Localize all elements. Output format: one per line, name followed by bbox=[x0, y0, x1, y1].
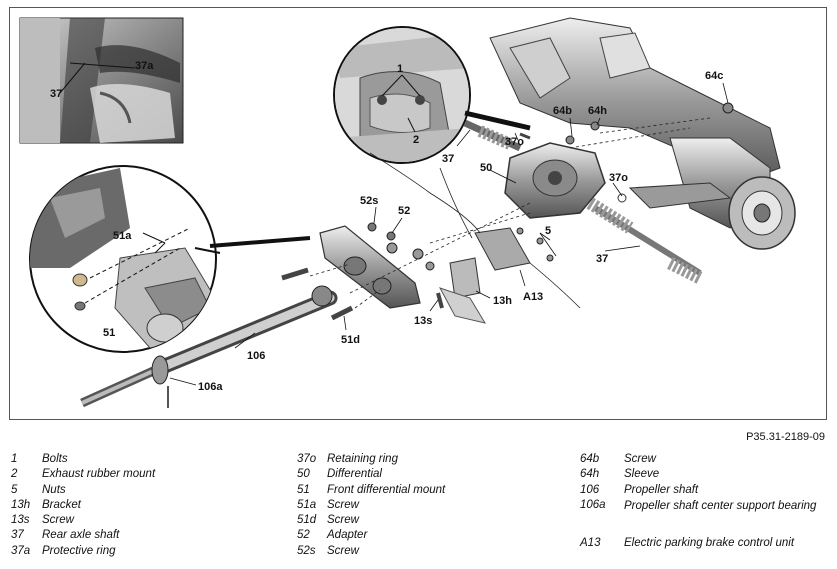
legend-code: 13h bbox=[11, 498, 31, 511]
callout-37-right: 37 bbox=[596, 253, 608, 265]
callout-50: 50 bbox=[480, 162, 492, 174]
exploded-view-figure: 1 2 37 37a 37 37o 50 37o 64b 64h 64c 52s… bbox=[9, 7, 827, 420]
legend-code: 51 bbox=[297, 483, 310, 496]
legend-description: Front differential mount bbox=[327, 483, 446, 496]
legend-description: Bolts bbox=[42, 453, 68, 465]
callout-37a: 37a bbox=[135, 60, 154, 72]
legend-description: Sleeve bbox=[624, 468, 660, 481]
callout-A13: A13 bbox=[523, 291, 543, 303]
parking-brake-control-unit bbox=[438, 227, 531, 324]
callout-37-inset: 37 bbox=[50, 88, 62, 100]
callout-106a: 106a bbox=[198, 381, 223, 393]
callout-52s: 52s bbox=[360, 195, 378, 207]
callout-37o-right: 37o bbox=[609, 172, 628, 184]
exploded-view-drawing: 1 2 37 37a 37 37o 50 37o 64b 64h 64c 52s… bbox=[19, 17, 796, 408]
legend-description: Propeller shaft center support bearing bbox=[624, 499, 817, 512]
legend-description: Propeller shaft bbox=[624, 483, 699, 496]
callout-64h: 64h bbox=[588, 105, 607, 117]
protective-ring-photo-inset bbox=[19, 17, 184, 144]
legend-description: Differential bbox=[327, 468, 382, 481]
legend-code: 52 bbox=[297, 529, 310, 542]
legend-description: Retaining ring bbox=[327, 453, 398, 465]
rear-axle-shafts bbox=[463, 119, 703, 284]
fasteners bbox=[281, 102, 734, 321]
callout-37-left: 37 bbox=[442, 153, 454, 165]
callout-13h: 13h bbox=[493, 295, 512, 307]
callout-5: 5 bbox=[545, 225, 551, 237]
assembly-lines bbox=[309, 117, 711, 309]
front-differential-mount-detail-circle bbox=[29, 165, 311, 353]
callout-64c: 64c bbox=[705, 70, 723, 82]
callout-1: 1 bbox=[397, 63, 403, 75]
legend-code: 5 bbox=[11, 483, 18, 496]
legend-description: Exhaust rubber mount bbox=[42, 468, 156, 481]
legend-description: Rear axle shaft bbox=[42, 529, 120, 542]
callout-leaders bbox=[169, 82, 729, 386]
callout-37o-top: 37o bbox=[505, 136, 524, 148]
callout-106: 106 bbox=[247, 350, 265, 362]
legend-code: 50 bbox=[297, 468, 310, 481]
legend-code: 37 bbox=[11, 529, 24, 542]
legend-code: 13s bbox=[11, 514, 30, 527]
legend-description: Bracket bbox=[42, 498, 81, 511]
legend-code: 52s bbox=[297, 544, 316, 557]
callout-51: 51 bbox=[103, 327, 115, 339]
callout-2: 2 bbox=[413, 134, 419, 146]
legend-description: Screw bbox=[42, 514, 74, 527]
legend-code: 64b bbox=[580, 453, 600, 465]
callout-52: 52 bbox=[398, 205, 410, 217]
callout-51a: 51a bbox=[113, 230, 132, 242]
legend-code: 106a bbox=[580, 498, 606, 511]
exhaust-mount-detail-circle bbox=[333, 26, 531, 164]
legend-code: 2 bbox=[11, 468, 18, 481]
callout-labels: 1 2 37 37a 37 37o 50 37o 64b 64h 64c 52s… bbox=[50, 60, 723, 393]
legend-description: Electric parking brake control unit bbox=[624, 536, 795, 549]
legend-code: 106 bbox=[580, 483, 600, 496]
legend-description: Screw bbox=[327, 498, 359, 511]
propeller-shaft bbox=[80, 285, 338, 408]
legend-description: Screw bbox=[327, 544, 359, 557]
legend-description: Screw bbox=[327, 514, 359, 527]
figure-reference-code: P35.31-2189-09 bbox=[746, 431, 825, 443]
legend-description: Screw bbox=[624, 453, 656, 465]
callout-51d: 51d bbox=[341, 334, 360, 346]
legend-code: 51d bbox=[297, 514, 317, 527]
legend-code: 1 bbox=[11, 453, 18, 465]
callout-64b: 64b bbox=[553, 105, 572, 117]
differential-mount-bracket bbox=[319, 225, 421, 309]
legend-code: 51a bbox=[297, 498, 317, 511]
legend-description: Protective ring bbox=[42, 544, 116, 557]
callout-13s: 13s bbox=[414, 315, 432, 327]
differential-housing bbox=[504, 142, 606, 219]
legend-description: Adapter bbox=[327, 529, 368, 542]
legend-code: 37o bbox=[297, 453, 317, 465]
rear-axle-subframe bbox=[489, 17, 796, 250]
legend-code: 64h bbox=[580, 468, 600, 481]
legend-description: Nuts bbox=[42, 483, 66, 496]
legend-code: A13 bbox=[580, 536, 601, 549]
legend-code: 37a bbox=[11, 544, 31, 557]
